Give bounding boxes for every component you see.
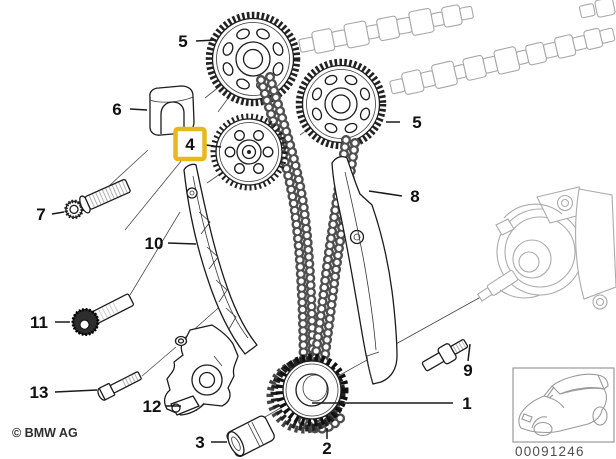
part-label-11[interactable]: 11: [30, 313, 48, 332]
part-label-3[interactable]: 3: [195, 433, 204, 452]
part-label-10[interactable]: 10: [145, 234, 164, 253]
injection-pump-sprocket-drawing: [210, 113, 288, 191]
car-icon: [518, 373, 609, 437]
part-label-5-right[interactable]: 5: [412, 113, 421, 132]
camshaft-gear-left-drawing: [205, 11, 301, 107]
part-label-7[interactable]: 7: [36, 205, 45, 224]
stud-bolt-drawing: [64, 178, 131, 220]
pump-bolt-drawing: [421, 339, 469, 372]
leader-lines: [51, 39, 471, 443]
part-label-6[interactable]: 6: [112, 100, 121, 119]
part-label-5-left[interactable]: 5: [178, 32, 187, 51]
hex-bolt-drawing: [97, 371, 142, 401]
part-label-8[interactable]: 8: [410, 187, 419, 206]
guide-rail-drawing: [183, 163, 258, 355]
tensioner-rail-drawing: [331, 156, 398, 385]
chain-tensioner-drawing: [163, 324, 239, 416]
crankshaft-sprocket-drawing: [266, 353, 349, 434]
socket-bolt-drawing: [71, 293, 134, 336]
part-label-9[interactable]: 9: [463, 361, 472, 380]
part-label-1[interactable]: 1: [462, 394, 471, 413]
part-label-2[interactable]: 2: [322, 439, 331, 458]
highlight-box[interactable]: [173, 126, 207, 162]
bearing-collar-drawing: [149, 85, 195, 136]
copyright: © BMW AG: [12, 426, 78, 440]
sleeve-drawing: [226, 415, 275, 457]
injection-pump-drawing: [476, 186, 616, 310]
camshaft-gear-right-drawing: [295, 58, 387, 150]
part-label-4-highlighted[interactable]: 4: [185, 135, 195, 154]
part-label-12[interactable]: 12: [143, 397, 162, 416]
car-thumbnail: 00091246: [512, 367, 615, 459]
part-label-13[interactable]: 13: [30, 383, 49, 402]
camshafts-drawing: [298, 0, 616, 95]
image-code: 00091246: [515, 444, 585, 459]
